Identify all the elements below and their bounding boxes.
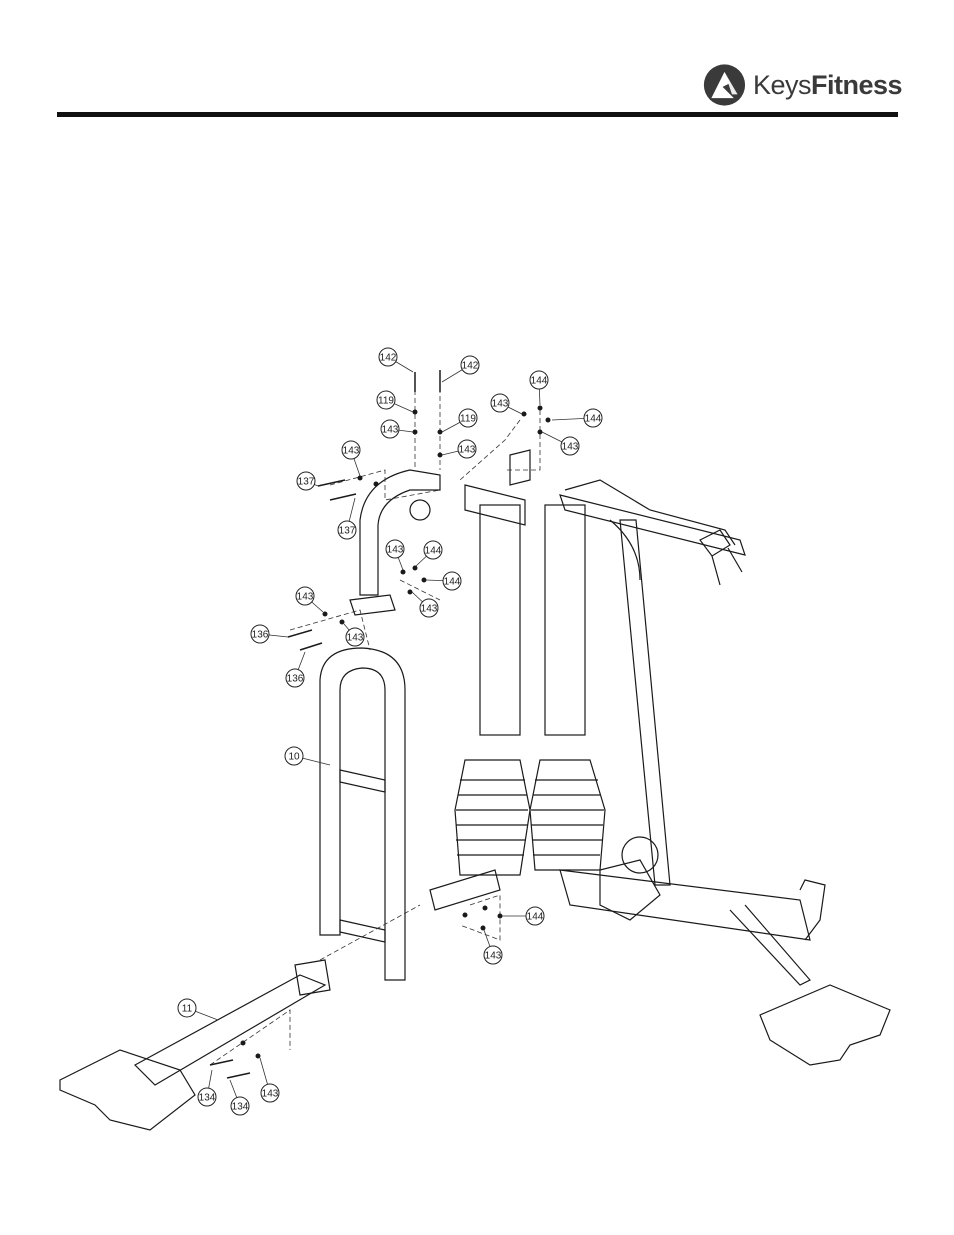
brand-logo: KeysFitness: [702, 58, 902, 112]
callout-143-27: 143: [260, 1058, 279, 1102]
weight-stack-right: [530, 505, 605, 870]
callout-136-18: 136: [251, 625, 288, 643]
page-header: KeysFitness: [0, 0, 954, 120]
callout-134-26: 134: [230, 1080, 249, 1115]
callout-143-17: 143: [296, 587, 323, 612]
callout-label: 136: [287, 674, 304, 685]
callout-136-20: 136: [286, 652, 305, 687]
callout-label: 143: [343, 446, 360, 457]
weight-stack-left: [455, 505, 530, 875]
callout-142-0: 142: [379, 348, 413, 372]
callout-143-9: 143: [442, 440, 476, 458]
callout-label: 144: [527, 912, 544, 923]
callout-label: 136: [252, 630, 269, 641]
brand-prefix: Keys: [753, 70, 811, 100]
hardware-nuts-washers: [241, 406, 551, 1059]
callout-label: 143: [459, 445, 476, 456]
callout-label: 144: [531, 376, 548, 387]
callout-label: 10: [288, 752, 300, 763]
part-callouts: 142 142 144 143 144 119 119 143 143 143 143 137 137 1…: [178, 348, 602, 1115]
callout-10-21: 10: [285, 747, 330, 765]
callout-142-1: 142: [442, 356, 479, 382]
brand-wordmark: KeysFitness: [753, 70, 902, 101]
callout-label: 119: [460, 414, 476, 425]
callout-143-19: 143: [344, 624, 364, 646]
callout-label: 143: [492, 399, 509, 410]
callout-label: 143: [421, 604, 438, 615]
callout-119-6: 119: [442, 409, 477, 432]
callout-label: 119: [378, 396, 394, 407]
callout-144-15: 144: [426, 572, 461, 590]
callout-label: 143: [387, 545, 404, 556]
callout-label: 134: [199, 1093, 216, 1104]
callout-label: 142: [380, 353, 397, 364]
callout-143-8: 143: [542, 432, 579, 455]
callout-143-13: 143: [386, 540, 404, 570]
callout-143-10: 143: [342, 441, 360, 476]
callout-label: 144: [444, 577, 461, 588]
callout-143-7: 143: [381, 420, 413, 438]
callout-134-25: 134: [198, 1070, 216, 1106]
callout-label: 144: [425, 546, 442, 557]
callout-label: 143: [382, 425, 399, 436]
callout-label: 137: [339, 526, 356, 537]
callout-143-3: 143: [491, 394, 522, 414]
keysfitness-logo-icon: [702, 61, 747, 109]
callout-label: 143: [262, 1089, 279, 1100]
callout-137-11: 137: [297, 472, 318, 490]
machine-frame-drawing: [60, 450, 890, 1130]
callout-119-5: 119: [377, 391, 413, 412]
callout-144-14: 144: [416, 541, 442, 566]
callout-label: 11: [182, 1004, 193, 1015]
callout-label: 142: [462, 361, 479, 372]
callout-144-22: 144: [502, 907, 544, 925]
callout-143-16: 143: [412, 592, 438, 617]
callout-label: 143: [485, 951, 502, 962]
callout-label: 137: [298, 477, 315, 488]
callout-144-2: 144: [530, 371, 548, 405]
callout-label: 144: [585, 414, 602, 425]
header-rule: [57, 112, 898, 117]
callout-137-12: 137: [338, 498, 356, 539]
callout-label: 143: [562, 442, 579, 453]
callout-label: 134: [232, 1102, 249, 1113]
callout-144-4: 144: [552, 409, 602, 427]
brand-suffix: Fitness: [811, 70, 902, 100]
callout-label: 143: [297, 592, 314, 603]
exploded-assembly-diagram: 142 142 144 143 144 119 119 143 143 143 143 137 137 1…: [0, 330, 954, 1150]
callout-11-24: 11: [178, 999, 218, 1020]
callout-label: 143: [347, 633, 364, 644]
